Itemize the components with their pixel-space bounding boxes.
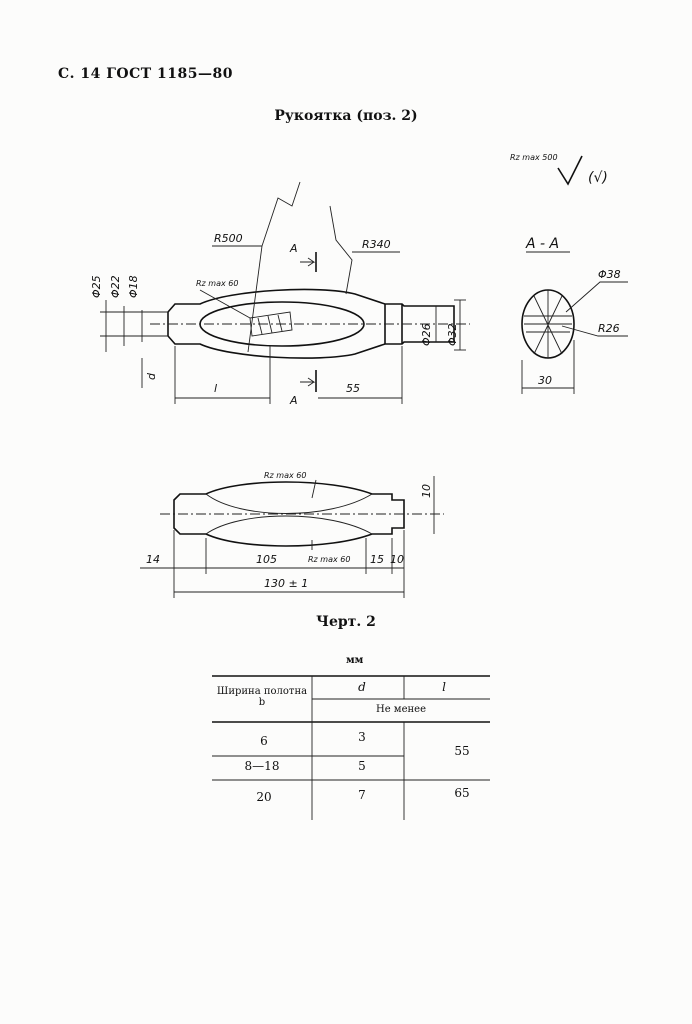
roughness-label-bottom: Rz max 60 xyxy=(308,555,350,564)
table-header-width: Ширина полотна b xyxy=(216,686,308,708)
table-row-2-width: 8—18 xyxy=(244,759,280,773)
drawing-caption: Черт. 2 xyxy=(316,614,376,630)
dim-d18: Φ18 xyxy=(127,275,140,298)
table-units: мм xyxy=(346,655,364,666)
dim-d32: Φ32 xyxy=(446,323,459,346)
section-a-a-label: A - A xyxy=(525,236,559,252)
table-row-3-d: 7 xyxy=(358,788,366,802)
table-header-d: d xyxy=(358,680,366,694)
dim-10: 10 xyxy=(390,553,404,566)
dim-d38: Φ38 xyxy=(598,268,621,281)
dim-d22: Φ22 xyxy=(109,275,122,298)
table-row-3-l: 65 xyxy=(454,786,470,800)
page-header: С. 14 ГОСТ 1185—80 xyxy=(58,66,233,82)
break-line-right xyxy=(329,205,353,295)
leader-d38 xyxy=(565,281,628,313)
section-a-a-view: A - A Φ38 R26 30 xyxy=(521,236,628,394)
dim-l: l xyxy=(214,382,217,395)
roughness-label-side: Rz max 60 xyxy=(264,471,306,480)
dim-r26: R26 xyxy=(598,322,620,335)
table-row-2-d: 5 xyxy=(358,759,366,773)
table-subheader: Не менее xyxy=(375,704,426,715)
break-line-left xyxy=(261,181,301,247)
roughness-symbol-general: Rz max 500 (√) xyxy=(510,153,608,186)
leader-r26 xyxy=(561,325,628,337)
dim-r500: R500 xyxy=(214,232,243,245)
side-curve-top xyxy=(205,493,373,514)
section-mark-bottom: A xyxy=(289,394,298,407)
roughness-label-bore: Rz max 60 xyxy=(196,279,238,288)
bore-hatching xyxy=(249,311,293,337)
leader-r500 xyxy=(212,245,263,353)
dim-55: 55 xyxy=(346,382,360,395)
dim-d25: Φ25 xyxy=(90,275,103,298)
table-row-1-l: 55 xyxy=(454,744,470,758)
roughness-other-label: (√) xyxy=(588,170,608,186)
handle-front-view: R500 R340 A A Φ25 Φ22 Φ18 Rz max 60 xyxy=(90,181,470,407)
section-arrow-bottom xyxy=(300,377,316,387)
side-outline xyxy=(173,481,405,547)
dim-d26: Φ26 xyxy=(420,323,433,346)
dim-r340: R340 xyxy=(362,238,391,251)
section-arrow-top xyxy=(300,257,316,267)
table-row-1-d: 3 xyxy=(358,730,366,744)
dim-105: 105 xyxy=(256,553,277,566)
leader-side-roughness xyxy=(311,479,317,499)
dim-14: 14 xyxy=(146,553,160,566)
table-row-1-width: 6 xyxy=(260,734,268,748)
dim-30: 30 xyxy=(538,374,552,387)
handle-side-view: Rz max 60 Rz max 60 10 14 105 15 10 130 … xyxy=(140,471,444,598)
handle-outline xyxy=(167,288,455,359)
dim-130: 130 ± 1 xyxy=(264,577,308,590)
table-grid xyxy=(212,675,490,820)
leader-bore-roughness xyxy=(199,289,251,319)
drawing-title: Рукоятка (поз. 2) xyxy=(274,108,418,124)
table-row-3-width: 20 xyxy=(256,790,272,804)
dim-10-vert: 10 xyxy=(420,484,433,498)
side-curve-bottom xyxy=(205,515,373,535)
roughness-check-icon xyxy=(557,155,583,186)
section-mark-top: A xyxy=(289,242,298,255)
roughness-label-general: Rz max 500 xyxy=(510,153,558,162)
section-hatching xyxy=(524,290,572,358)
dim-15: 15 xyxy=(370,553,384,566)
dim-d: d xyxy=(145,372,158,380)
table-header-l: l xyxy=(442,680,446,694)
